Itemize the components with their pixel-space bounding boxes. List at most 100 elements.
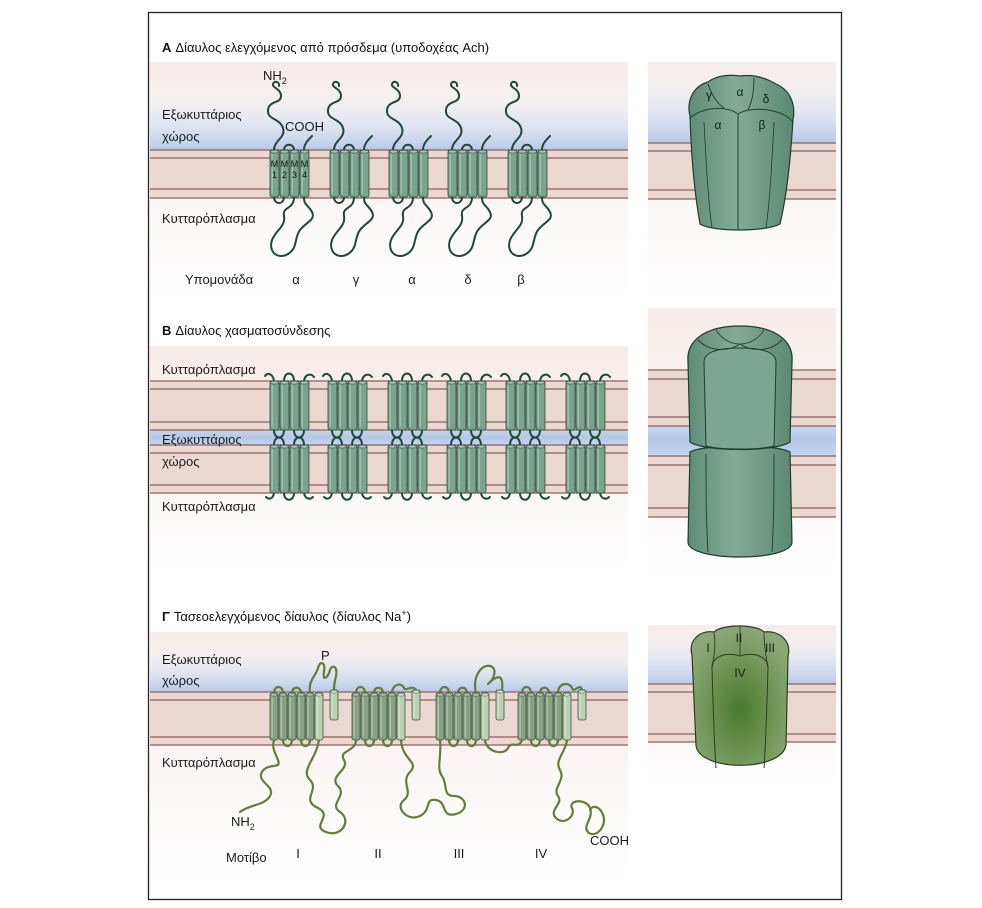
helix xyxy=(446,444,457,494)
helix xyxy=(526,692,536,741)
helix xyxy=(396,692,406,741)
channel-subunit-label: γ xyxy=(706,88,712,102)
helix xyxy=(289,380,300,431)
connexin-loop xyxy=(273,436,285,446)
panel-b-channel-view xyxy=(648,308,836,580)
extracellular-label-2: χώρος xyxy=(162,129,200,144)
connexin-loop xyxy=(579,372,591,382)
channel-domain-label: II xyxy=(736,631,743,645)
connexin-pair xyxy=(322,372,373,501)
helix xyxy=(535,692,545,741)
connexin-loop xyxy=(361,492,372,500)
n-terminus-label: NH2 xyxy=(231,814,255,832)
helix-label-m: M xyxy=(281,159,289,169)
helix xyxy=(507,149,518,198)
helix xyxy=(517,692,527,741)
helix xyxy=(360,692,370,741)
connexin-loop xyxy=(323,492,333,500)
connexin-loop xyxy=(303,373,315,382)
helix xyxy=(446,380,457,431)
cytoplasmic-loop xyxy=(281,738,294,748)
helix xyxy=(466,380,477,431)
helix xyxy=(476,380,487,431)
connexin-loop xyxy=(470,436,482,446)
helix xyxy=(565,444,576,494)
connexin-loop xyxy=(411,436,423,446)
extracellular-loop xyxy=(538,686,551,695)
helix xyxy=(347,444,358,494)
extracellular-label-2: χώρος xyxy=(162,673,200,688)
connexin-loop xyxy=(529,436,541,446)
connexin-loop xyxy=(351,436,363,446)
connexin-pair xyxy=(441,372,492,501)
gap-junction-connexon-pair xyxy=(687,325,793,558)
acetylcholine-receptor-pentamer xyxy=(688,74,795,231)
helix xyxy=(269,149,280,198)
voltage-sensor-motif xyxy=(269,662,339,748)
helix xyxy=(327,444,338,494)
panel-title-end: ) xyxy=(407,609,411,624)
helix xyxy=(397,444,408,494)
panel-c-channel-view: I II III IV xyxy=(648,625,836,790)
n-terminal-tail xyxy=(385,80,404,151)
helix-label-number: 4 xyxy=(302,170,307,180)
pore-loop xyxy=(308,662,338,695)
helix xyxy=(595,444,606,494)
connexin-loop xyxy=(303,492,314,500)
channel-subunit-label: α xyxy=(737,85,744,99)
connexin-loop xyxy=(283,492,295,501)
helix xyxy=(296,692,306,741)
cytoplasmic-loop xyxy=(547,738,560,748)
connexin-pair xyxy=(264,372,315,501)
helix xyxy=(269,692,279,741)
helix xyxy=(407,380,418,431)
connexin-loop xyxy=(569,436,581,446)
connexin-loop xyxy=(421,492,432,500)
panel-letter: Α xyxy=(162,40,172,55)
connexin-pair xyxy=(382,372,433,501)
helix xyxy=(299,380,310,431)
cytoplasmic-loop xyxy=(529,738,542,748)
connexin-loop xyxy=(382,372,393,382)
helix xyxy=(397,380,408,431)
extracellular-loop xyxy=(354,685,367,695)
extracellular-gap xyxy=(150,430,628,445)
cytoplasmic-linker xyxy=(305,738,358,835)
extracellular-label: Εξωκυττάριος xyxy=(162,652,242,667)
channel-domain-label: III xyxy=(765,641,775,655)
panel-b-connexins xyxy=(264,372,611,501)
panel-title-text: Δίαυλος χασματοσύνδεσης xyxy=(175,323,330,338)
helix xyxy=(505,380,516,431)
cytoplasmic-loop xyxy=(363,738,376,748)
helix xyxy=(575,380,586,431)
c-terminus-label: COOH xyxy=(590,833,629,848)
channel-domain-label: I xyxy=(706,641,709,655)
subunit-letter: δ xyxy=(464,272,471,287)
helix xyxy=(562,692,572,741)
connexin-loop xyxy=(293,436,305,446)
helix-label-number: 1 xyxy=(272,170,277,180)
motif-numeral: IV xyxy=(535,846,548,861)
connexin-loop xyxy=(539,492,550,500)
panel-a-subunits xyxy=(266,80,552,258)
receptor-subunit xyxy=(326,80,374,258)
cytoplasmic-loop xyxy=(299,738,312,748)
connexin-loop xyxy=(441,372,452,382)
connexin-loop xyxy=(264,372,275,382)
helix xyxy=(435,692,445,741)
helix xyxy=(279,380,290,431)
helix xyxy=(537,149,548,198)
extracellular-loop xyxy=(343,143,355,151)
helix xyxy=(447,149,458,198)
connexin-loop xyxy=(460,492,472,501)
channel-subunit-label: β xyxy=(759,118,766,132)
pore-loop xyxy=(390,683,418,695)
cytoplasmic-loop xyxy=(448,196,492,258)
helix xyxy=(535,444,546,494)
connexin-loop xyxy=(560,372,571,382)
extracellular-loop xyxy=(402,143,414,151)
pore-loop xyxy=(474,664,504,695)
